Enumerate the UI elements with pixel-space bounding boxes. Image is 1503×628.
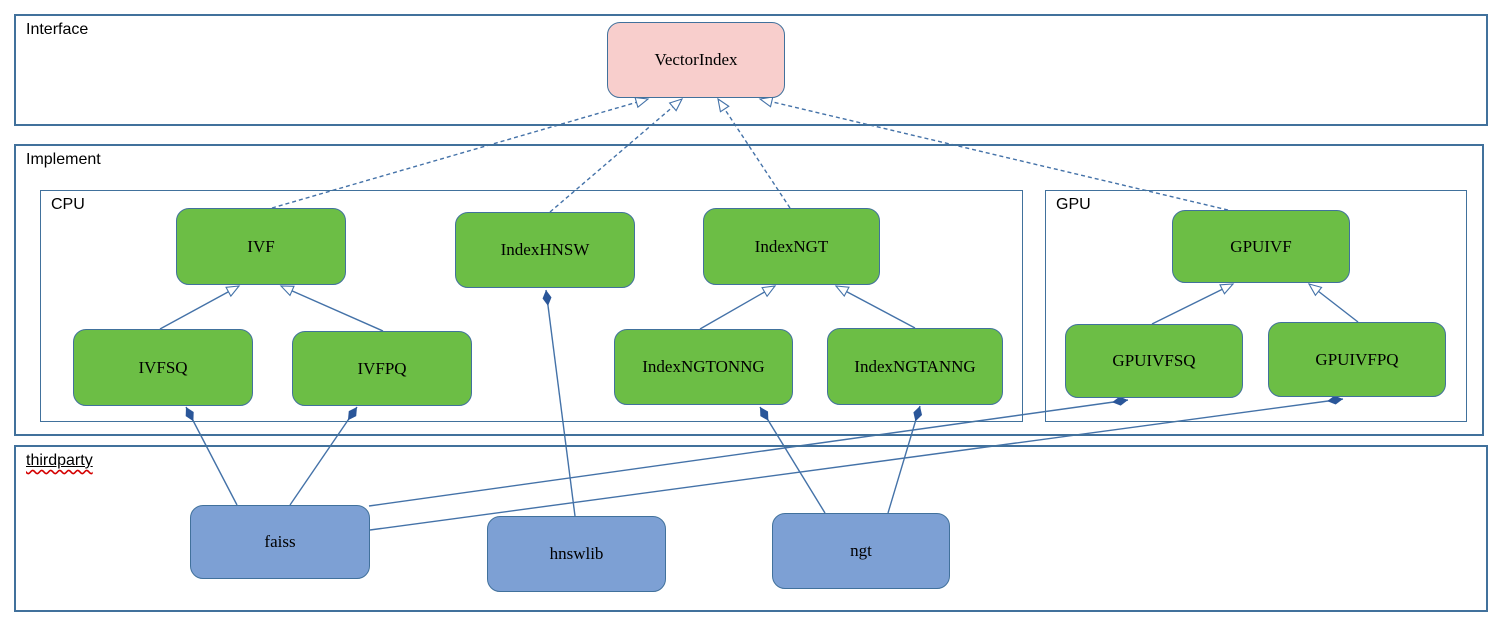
edge-gpuivfpq-extends-gpuivf (1307, 283, 1359, 323)
edge-ivfsq-extends-ivf (159, 285, 241, 330)
node-gpuivfsq[interactable]: GPUIVFSQ (1065, 324, 1243, 398)
node-vectorindex[interactable]: VectorIndex (607, 22, 785, 98)
edge-indexngt-implements-vectorindex (717, 97, 791, 209)
node-ivfpq[interactable]: IVFPQ (292, 331, 472, 406)
edge-faiss-composition-gpuivfpq (369, 395, 1344, 531)
edge-faiss-composition-ivfsq (185, 406, 238, 506)
implement-section: Implement (14, 144, 1484, 436)
edge-faiss-composition-gpuivfsq (368, 396, 1129, 507)
implement-section-label: Implement (26, 151, 101, 168)
gpu-section: GPU (1045, 190, 1467, 422)
interface-section-label: Interface (26, 21, 89, 38)
cpu-section-label: CPU (51, 196, 85, 213)
node-ivf[interactable]: IVF (176, 208, 346, 285)
edge-faiss-composition-ivfpq (289, 406, 358, 506)
cpu-section: CPU (40, 190, 1023, 422)
node-indexhnsw[interactable]: IndexHNSW (455, 212, 635, 288)
edge-indexngtanng-extends-indexngt (834, 285, 916, 329)
node-ivfsq[interactable]: IVFSQ (73, 329, 253, 406)
edge-ivf-implements-vectorindex (271, 96, 650, 209)
node-gpuivf[interactable]: GPUIVF (1172, 210, 1350, 283)
edge-indexngtonng-extends-indexngt (699, 285, 777, 330)
edge-gpuivfsq-extends-gpuivf (1151, 283, 1235, 325)
thirdparty-section: thirdparty (14, 445, 1488, 612)
edge-ivfpq-extends-ivf (279, 285, 384, 332)
node-ngt[interactable]: ngt (772, 513, 950, 589)
node-indexngt[interactable]: IndexNGT (703, 208, 880, 285)
edge-gpuivf-implements-vectorindex (758, 96, 1229, 211)
thirdparty-section-label: thirdparty (26, 452, 93, 470)
node-faiss[interactable]: faiss (190, 505, 370, 579)
interface-section: Interface (14, 14, 1488, 126)
gpu-section-label: GPU (1056, 196, 1091, 213)
node-indexngtanng[interactable]: IndexNGTANNG (827, 328, 1003, 405)
edge-indexhnsw-implements-vectorindex (549, 98, 684, 213)
node-indexngtonng[interactable]: IndexNGTONNG (614, 329, 793, 405)
edge-ngt-composition-indexngtanng (887, 405, 923, 514)
node-gpuivfpq[interactable]: GPUIVFPQ (1268, 322, 1446, 397)
thirdparty-section-label-text: thirdparty (26, 452, 93, 469)
node-hnswlib[interactable]: hnswlib (487, 516, 666, 592)
edge-ngt-composition-indexngtonng (759, 406, 826, 514)
